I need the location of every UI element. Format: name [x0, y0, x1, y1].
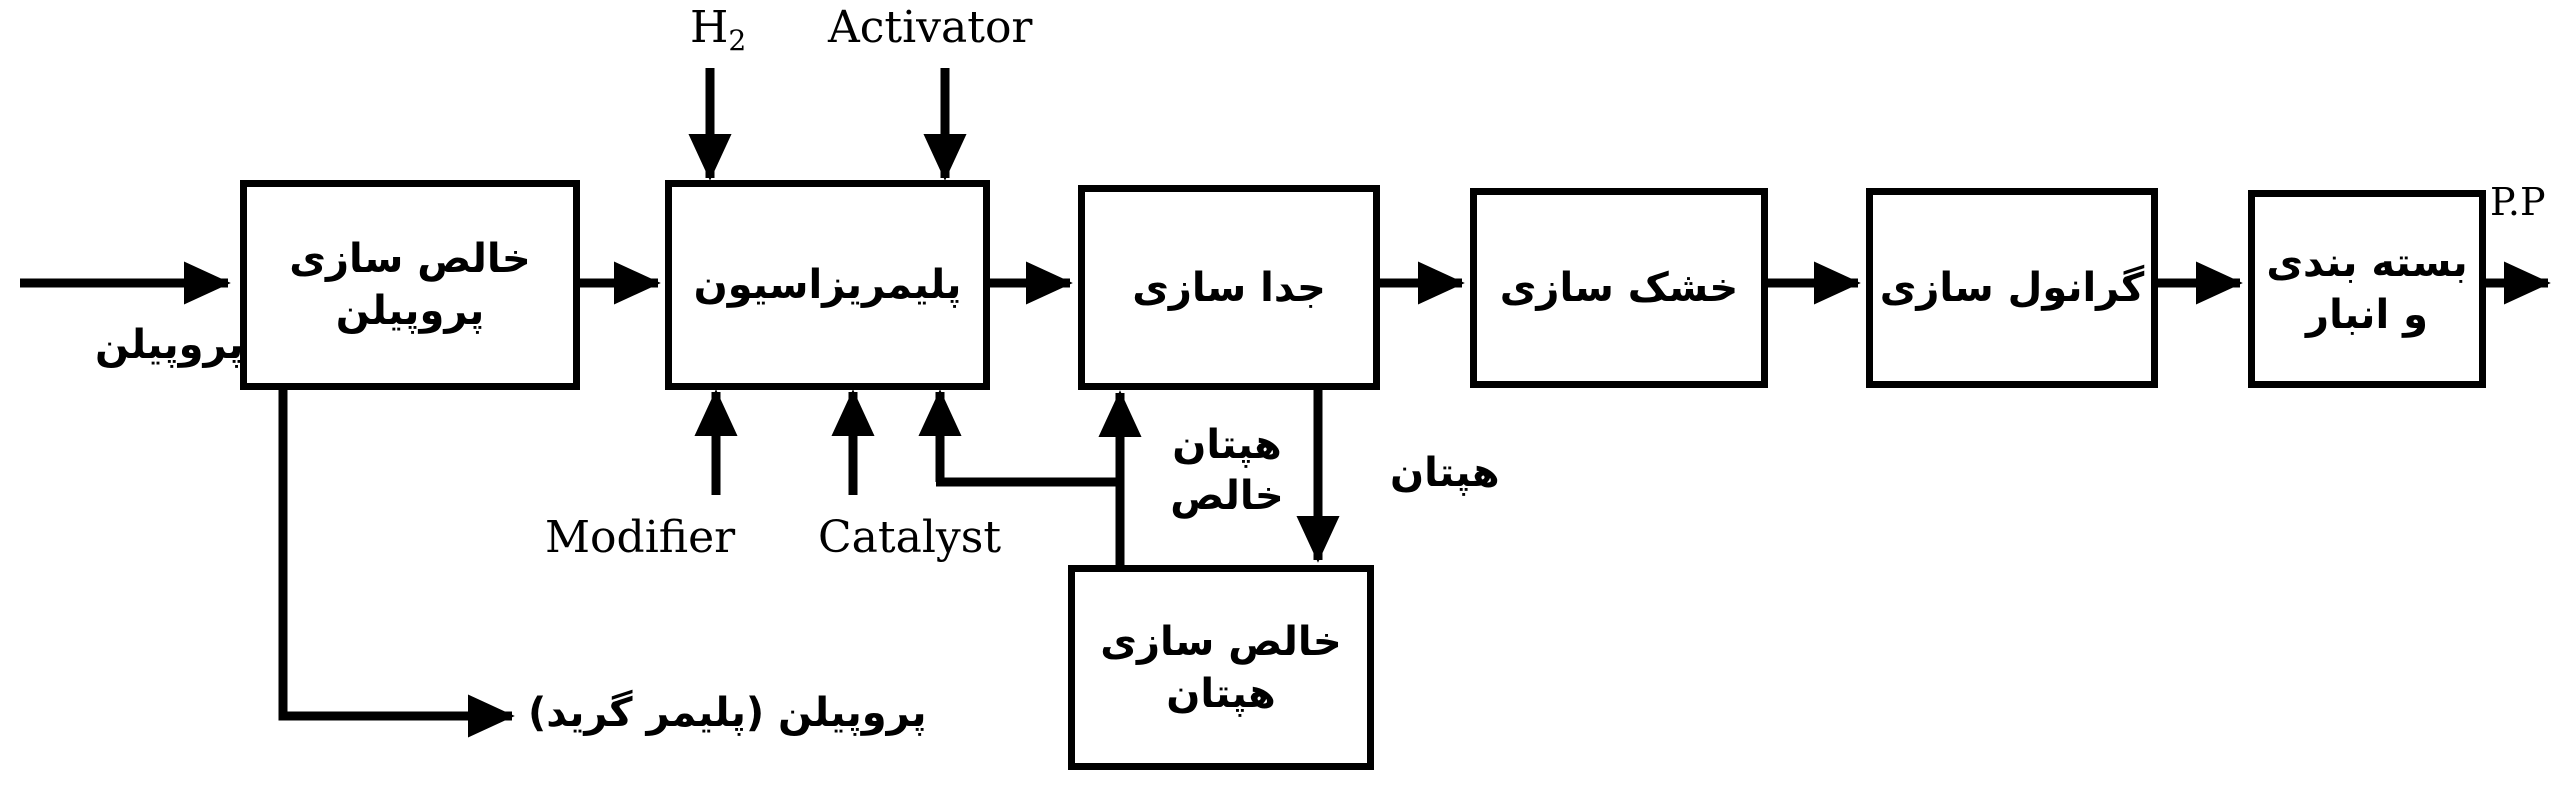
box-propylene-purification-label-line2: پروپیلن	[335, 288, 485, 334]
label-polymer-grade-propylene: پروپیلن (پلیمر گرید)	[528, 690, 927, 736]
box-packaging-storage[interactable]: بسته بندی و انبار	[2248, 190, 2486, 388]
box-heptane-purification-label-line1: خالص سازی	[1100, 618, 1342, 665]
box-packaging-storage-label-line2: و انبار	[2306, 292, 2428, 338]
box-granulation-label: گرانول سازی	[1879, 265, 2145, 311]
box-propylene-purification-label-line1: خالص سازی	[289, 236, 531, 282]
box-heptane-purification-label-line2: هپتان	[1166, 670, 1276, 717]
label-pure-heptane-line2: خالص	[1170, 473, 1284, 520]
line-polymer-grade-drop	[278, 390, 440, 721]
label-heptane: هپتان	[1390, 450, 1500, 496]
box-granulation[interactable]: گرانول سازی	[1866, 188, 2158, 388]
label-activator: Activator	[828, 2, 1033, 53]
label-pure-heptane: هپتان خالص	[1156, 420, 1298, 522]
box-polymerization[interactable]: پلیمریزاسیون	[665, 180, 990, 390]
label-hydrogen-subscript: 2	[728, 23, 747, 57]
box-propylene-purification[interactable]: خالص سازی پروپیلن	[240, 180, 580, 390]
label-hydrogen: H2	[690, 2, 746, 57]
box-separation[interactable]: جدا سازی	[1078, 185, 1380, 390]
label-product-pp: P.P	[2490, 180, 2546, 224]
box-polymerization-label: پلیمریزاسیون	[693, 262, 962, 308]
label-hydrogen-symbol: H	[690, 2, 729, 53]
box-drying-label: خشک سازی	[1499, 265, 1739, 311]
label-catalyst: Catalyst	[818, 512, 1002, 563]
box-separation-label: جدا سازی	[1132, 264, 1326, 311]
label-feed-propylene: پروپیلن	[95, 322, 244, 368]
box-packaging-storage-label-line1: بسته بندی	[2266, 240, 2468, 286]
label-pure-heptane-line1: هپتان	[1172, 422, 1282, 468]
box-drying[interactable]: خشک سازی	[1470, 188, 1768, 388]
label-modifier: Modifier	[545, 512, 736, 563]
box-heptane-purification[interactable]: خالص سازی هپتان	[1068, 565, 1374, 770]
